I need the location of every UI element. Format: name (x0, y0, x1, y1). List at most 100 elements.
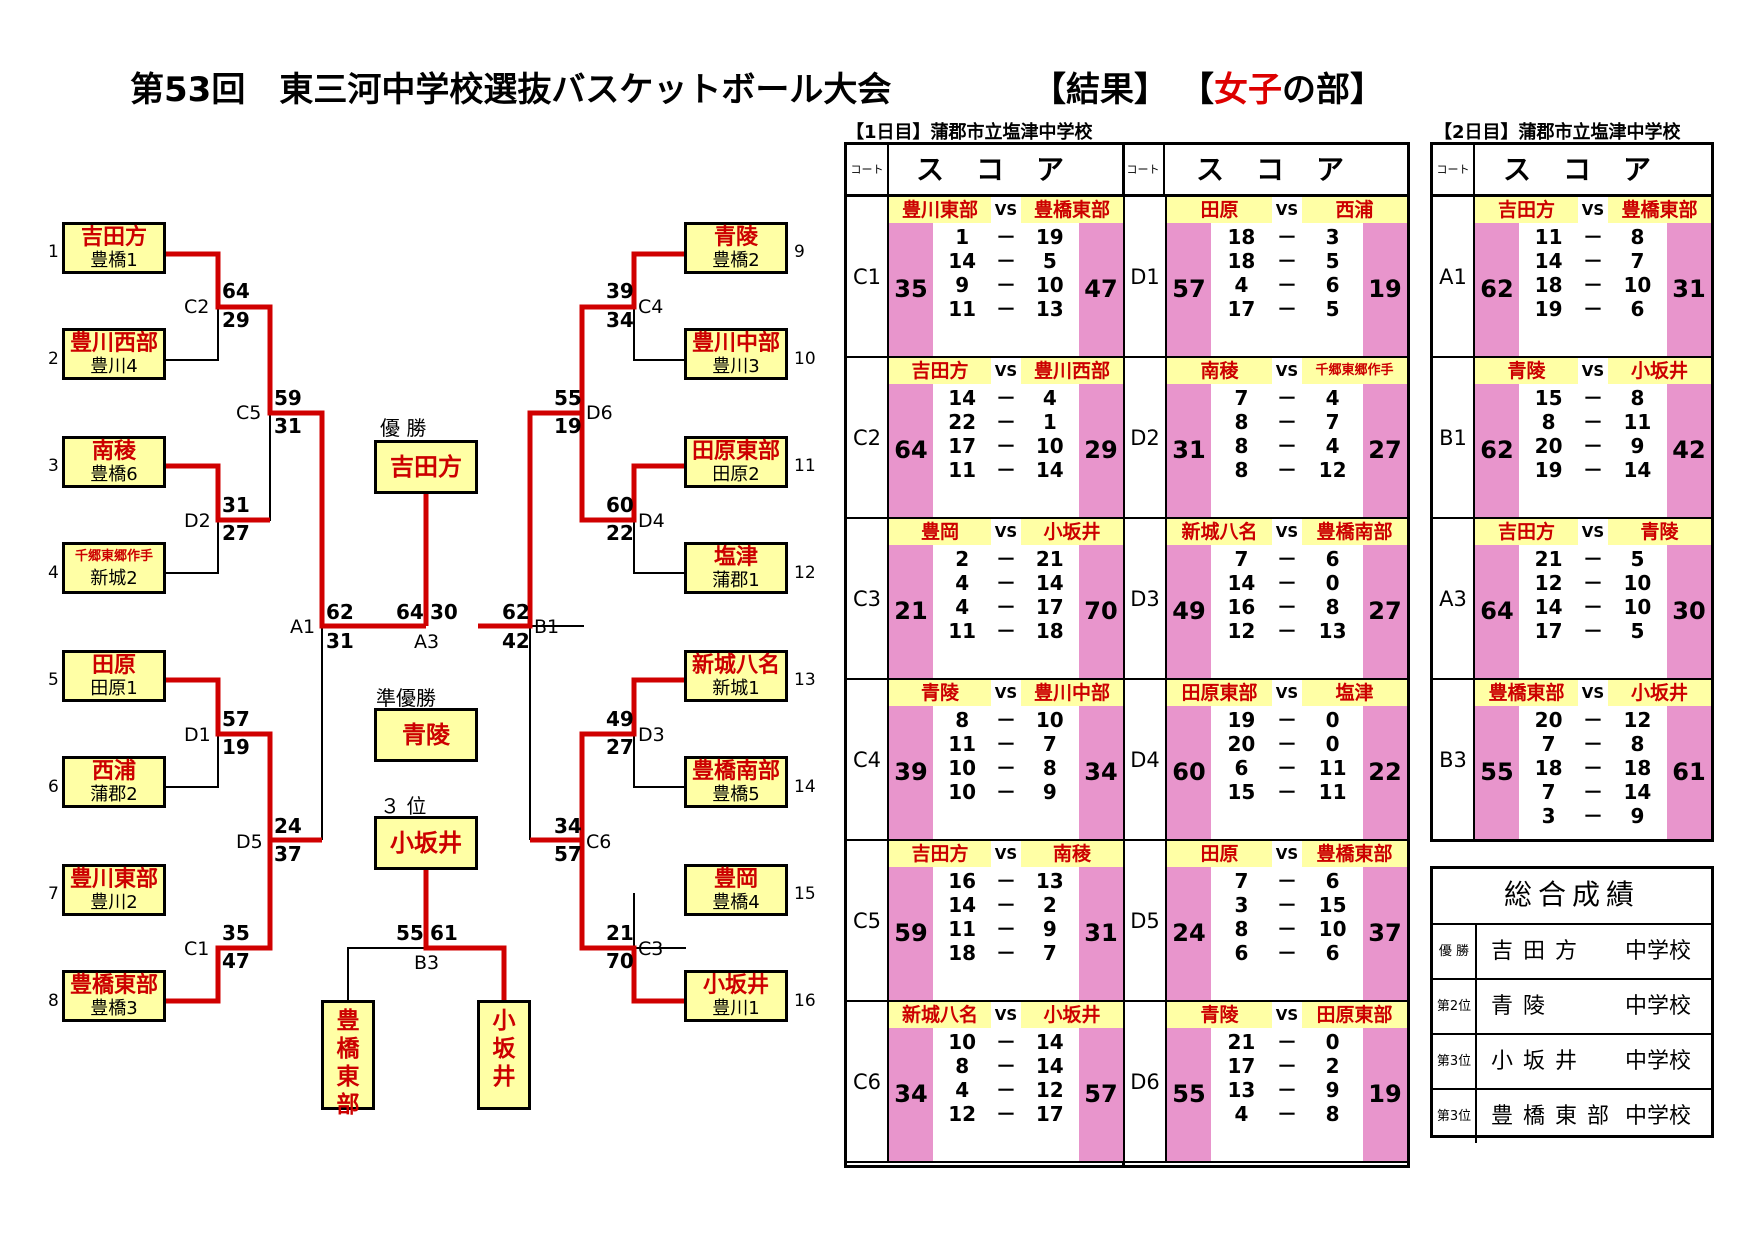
dash: － (1582, 273, 1603, 297)
dash: － (1582, 410, 1603, 434)
score-column-b (1079, 706, 1123, 839)
dash: － (995, 225, 1016, 249)
quarter-score-b: 6 (1325, 941, 1340, 965)
team-b-name: 小坂井 (1608, 358, 1711, 384)
score: 21 (606, 921, 634, 945)
dash: － (1276, 249, 1297, 273)
quarter-row: 6－6 (1211, 940, 1363, 966)
quarter-row: 19－0 (1211, 707, 1363, 733)
court-cell: C6 (847, 1002, 889, 1161)
quarter-row: 4－6 (1211, 272, 1363, 298)
total-score-b: 61 (1672, 757, 1706, 786)
page-title: 第53回 東三河中学校選抜バスケットボール大会 (130, 70, 892, 110)
score-column-b (1363, 223, 1407, 356)
score-column-a (1167, 706, 1211, 839)
court-cell: D5 (1125, 841, 1167, 1000)
dash: － (1276, 410, 1297, 434)
vertical-char: 橋 (336, 1036, 360, 1062)
quarter-row: 8－10 (933, 707, 1079, 733)
dash: － (1582, 249, 1603, 273)
quarter-row: 7－6 (1211, 868, 1363, 894)
total-score-a: 49 (1172, 596, 1206, 625)
champion-label: 優 勝 (380, 416, 427, 440)
quarter-row: 11－18 (933, 618, 1079, 644)
dash: － (1276, 225, 1297, 249)
quarter-score-a: 16 (1227, 595, 1256, 619)
court-cell: C3 (847, 519, 889, 678)
quarter-row: 8－4 (1211, 433, 1363, 459)
team-a-name: 青陵 (1167, 1002, 1272, 1028)
quarter-score-b: 0 (1325, 708, 1340, 732)
vs-label: VS (1275, 1006, 1299, 1024)
court-cell: B1 (1433, 358, 1475, 517)
standing-row: 優 勝吉田方中学校 (1433, 925, 1711, 980)
team-b-name: 豊橋東部 (1021, 197, 1123, 223)
quarter-score-b: 0 (1325, 732, 1340, 756)
dash: － (1276, 732, 1297, 756)
team-box: 南稜豊橋6 (62, 436, 166, 488)
quarter-score-b: 18 (1035, 619, 1064, 643)
dash: － (1276, 708, 1297, 732)
quarter-score-b: 14 (1035, 1030, 1064, 1054)
total-score-b: 70 (1084, 596, 1118, 625)
quarter-score-b: 12 (1318, 458, 1347, 482)
quarter-score-a: 18 (1534, 273, 1563, 297)
quarter-score-a: 22 (948, 410, 977, 434)
quarter-score-b: 6 (1630, 297, 1645, 321)
court-label: C2 (184, 296, 210, 318)
total-score-b: 29 (1084, 435, 1118, 464)
team-b-name: 小坂井 (1021, 1002, 1123, 1028)
total-score-a: 55 (1172, 1079, 1206, 1108)
quarter-row: 17－10 (933, 433, 1079, 459)
total-score-a: 62 (1480, 274, 1514, 303)
score-column-a (1167, 867, 1211, 1000)
quarter-row: 18－3 (1211, 224, 1363, 250)
quarter-row: 4－8 (1211, 1101, 1363, 1127)
quarter-row: 8－12 (1211, 457, 1363, 483)
score: 34 (554, 814, 582, 838)
total-score-b: 31 (1084, 918, 1118, 947)
score: 55 (396, 921, 424, 945)
seed-number: 2 (48, 349, 59, 369)
quarter-score-a: 7 (1234, 386, 1249, 410)
vertical-char: 坂 (492, 1036, 516, 1062)
score-column-b (1667, 706, 1711, 839)
quarter-score-a: 8 (955, 708, 970, 732)
score-column-b (1079, 384, 1123, 517)
quarter-score-a: 4 (955, 1078, 970, 1102)
score: 37 (274, 842, 302, 866)
quarter-score-b: 8 (1325, 595, 1340, 619)
score: 19 (554, 414, 582, 438)
vs-label: VS (994, 684, 1018, 702)
quarter-score-a: 4 (1234, 1102, 1249, 1126)
court-label: A1 (290, 616, 316, 638)
quarter-row: 9－10 (933, 272, 1079, 298)
quarter-row: 4－17 (933, 594, 1079, 620)
quarter-score-b: 5 (1325, 297, 1340, 321)
quarter-score-b: 13 (1035, 869, 1064, 893)
vs-label: VS (1581, 684, 1605, 702)
quarter-row: 18－18 (1519, 755, 1667, 781)
score: 29 (222, 308, 250, 332)
seed-number: 4 (48, 563, 59, 583)
vs-label: VS (1581, 201, 1605, 219)
total-score-a: 31 (1172, 435, 1206, 464)
quarter-score-a: 17 (948, 434, 977, 458)
court-label: A3 (414, 631, 440, 653)
team-a-name: 新城八名 (889, 1002, 991, 1028)
score-column-a (1475, 706, 1519, 839)
quarter-score-a: 3 (1234, 893, 1249, 917)
quarter-score-a: 14 (1534, 595, 1563, 619)
quarter-score-b: 5 (1042, 249, 1057, 273)
dash: － (1582, 458, 1603, 482)
quarter-row: 4－14 (933, 570, 1079, 596)
dash: － (1582, 297, 1603, 321)
quarter-score-b: 4 (1325, 386, 1340, 410)
vs-label: VS (994, 362, 1018, 380)
dash: － (995, 595, 1016, 619)
dash: － (1582, 225, 1603, 249)
dash: － (995, 869, 1016, 893)
